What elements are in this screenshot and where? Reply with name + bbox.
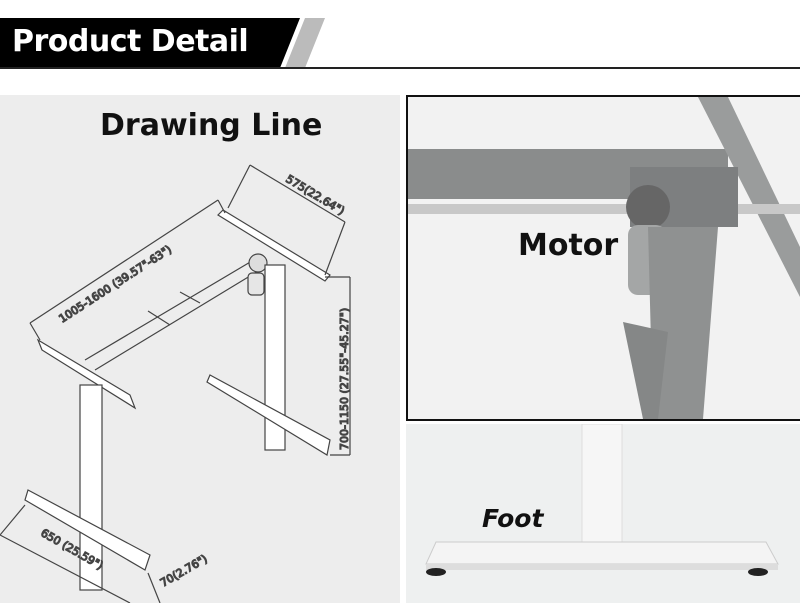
- dim-depth: 575(22.64"): [283, 172, 346, 217]
- header-banner: [0, 18, 325, 68]
- motor-photo: [406, 95, 800, 421]
- foot-photo-illustration: [425, 424, 779, 576]
- page-title: Product Detail: [12, 24, 249, 59]
- dim-height: 700-1150 (27.55"-45.27"): [338, 308, 351, 450]
- foot-photo: [406, 424, 800, 603]
- foot-label: Foot: [482, 504, 544, 533]
- dim-width: 1005-1600 (39.57"-63"): [57, 243, 174, 326]
- desk-frame-line-drawing: 1005-1600 (39.57"-63") 575(22.64") 700-1…: [0, 164, 352, 604]
- dim-foot-width: 70(2.76"): [158, 552, 210, 589]
- drawing-title: Drawing Line: [100, 108, 323, 143]
- drawing-panel: 1005-1600 (39.57"-63") 575(22.64") 700-1…: [0, 95, 400, 604]
- header-divider: [0, 67, 800, 69]
- motor-label: Motor: [518, 228, 619, 263]
- motor-photo-illustration: [408, 97, 800, 419]
